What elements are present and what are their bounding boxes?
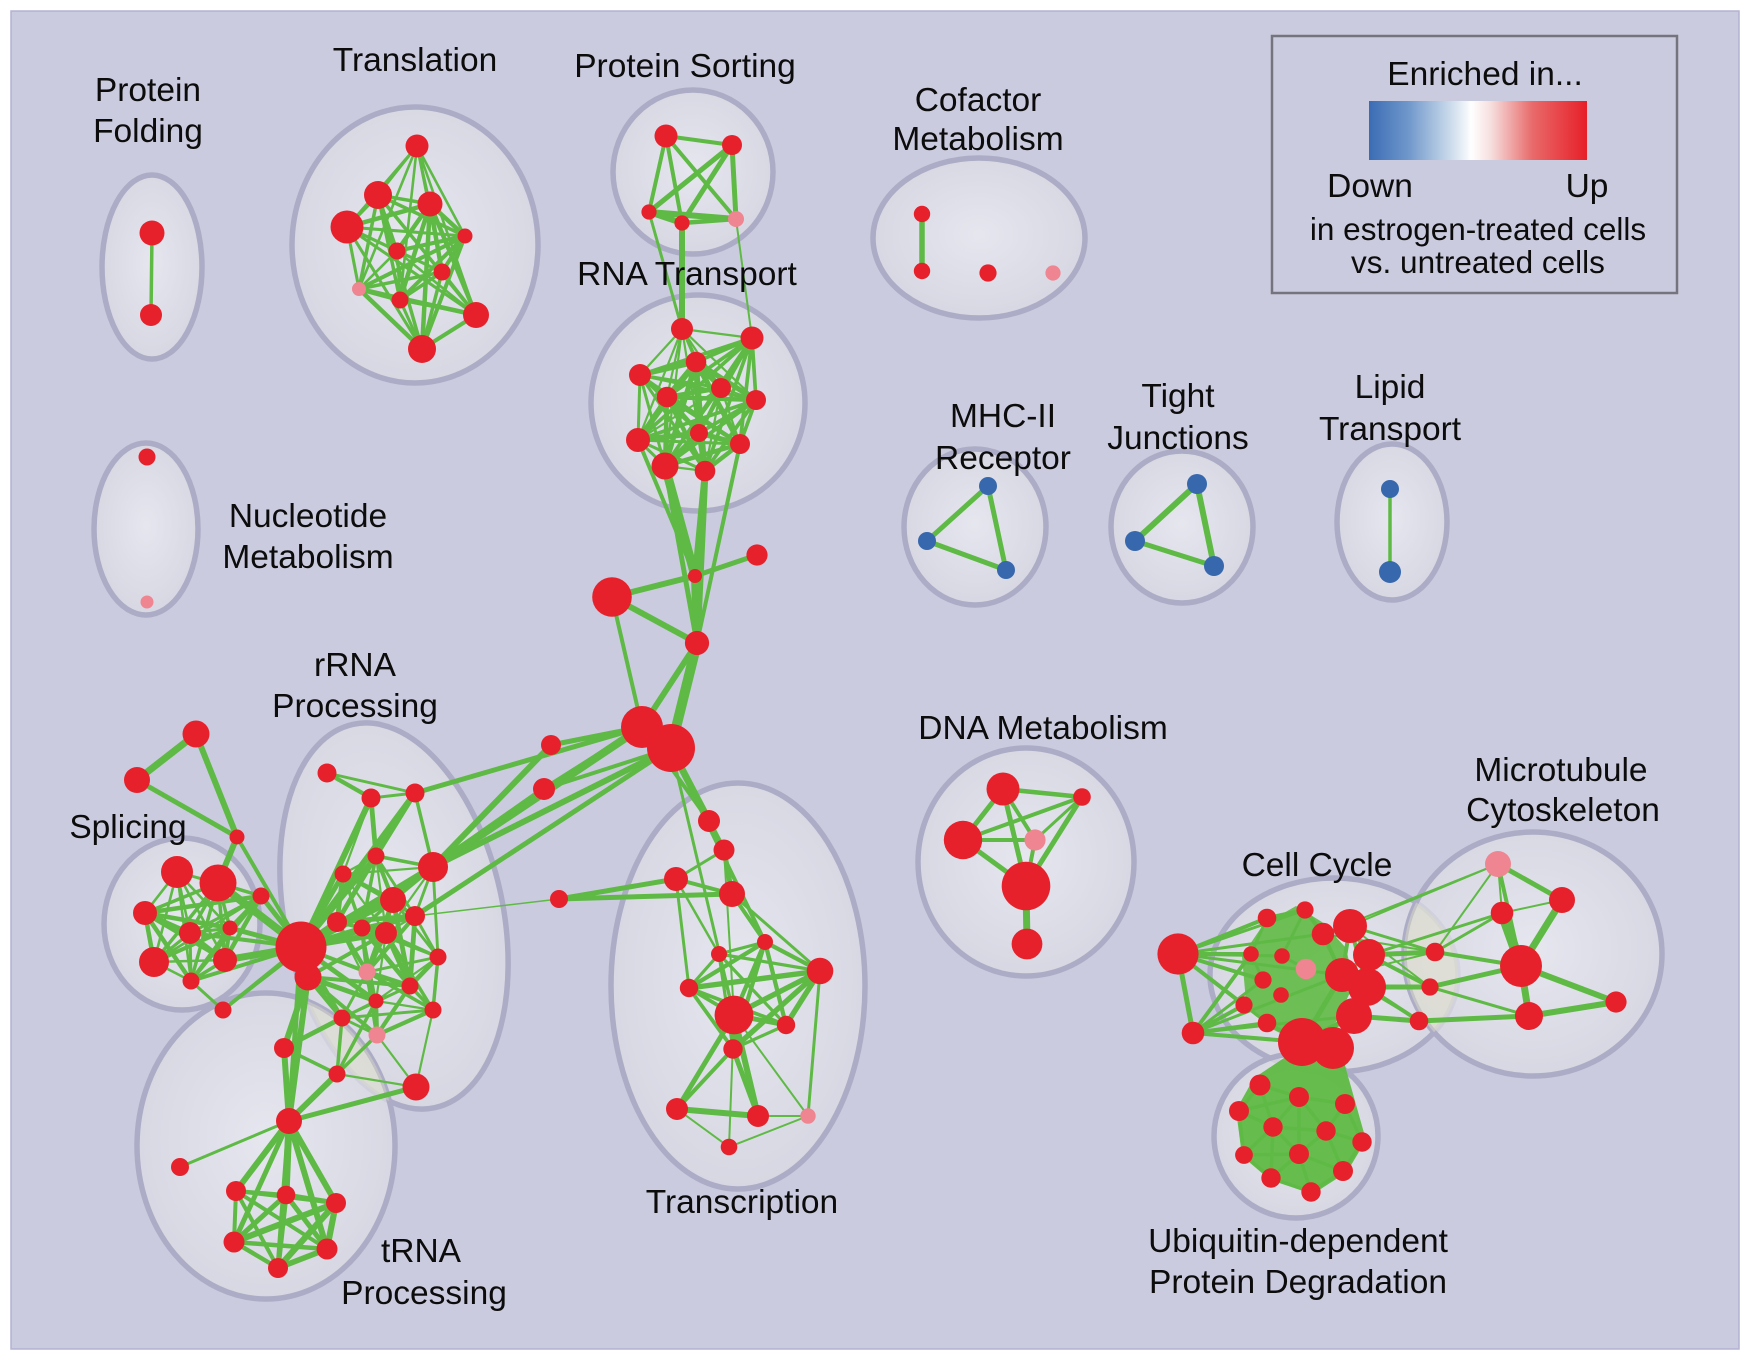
svg-text:Protein Sorting: Protein Sorting [574, 48, 796, 85]
svg-text:Folding: Folding [93, 113, 203, 150]
svg-text:in estrogen-treated cells: in estrogen-treated cells [1310, 211, 1646, 247]
svg-text:DNA Metabolism: DNA Metabolism [918, 710, 1167, 747]
svg-text:Processing: Processing [272, 688, 438, 725]
svg-text:Up: Up [1566, 168, 1609, 205]
svg-text:Protein: Protein [95, 72, 201, 109]
svg-text:Transport: Transport [1319, 411, 1462, 448]
svg-text:Enriched in...: Enriched in... [1387, 56, 1583, 93]
svg-text:Translation: Translation [333, 42, 497, 79]
svg-text:Metabolism: Metabolism [892, 121, 1063, 158]
svg-text:Protein Degradation: Protein Degradation [1149, 1264, 1447, 1301]
svg-text:Cell Cycle: Cell Cycle [1242, 847, 1393, 884]
svg-text:vs. untreated cells: vs. untreated cells [1351, 244, 1605, 280]
svg-text:Junctions: Junctions [1107, 420, 1249, 457]
svg-text:tRNA: tRNA [381, 1233, 462, 1270]
svg-text:Splicing: Splicing [69, 809, 186, 846]
svg-text:Cytoskeleton: Cytoskeleton [1466, 792, 1660, 829]
svg-text:Processing: Processing [341, 1275, 507, 1312]
svg-text:Ubiquitin-dependent: Ubiquitin-dependent [1148, 1223, 1449, 1260]
svg-text:Lipid: Lipid [1355, 369, 1426, 406]
svg-text:Metabolism: Metabolism [222, 539, 393, 576]
svg-text:Nucleotide: Nucleotide [229, 498, 387, 535]
svg-text:Down: Down [1327, 168, 1413, 205]
svg-text:Cofactor: Cofactor [915, 82, 1042, 119]
svg-text:rRNA: rRNA [314, 647, 397, 684]
svg-text:MHC-II: MHC-II [950, 398, 1056, 435]
svg-text:Transcription: Transcription [646, 1184, 838, 1221]
svg-text:Tight: Tight [1141, 378, 1215, 415]
svg-text:RNA Transport: RNA Transport [577, 256, 797, 293]
svg-text:Receptor: Receptor [935, 440, 1071, 477]
svg-text:Microtubule: Microtubule [1474, 752, 1647, 789]
